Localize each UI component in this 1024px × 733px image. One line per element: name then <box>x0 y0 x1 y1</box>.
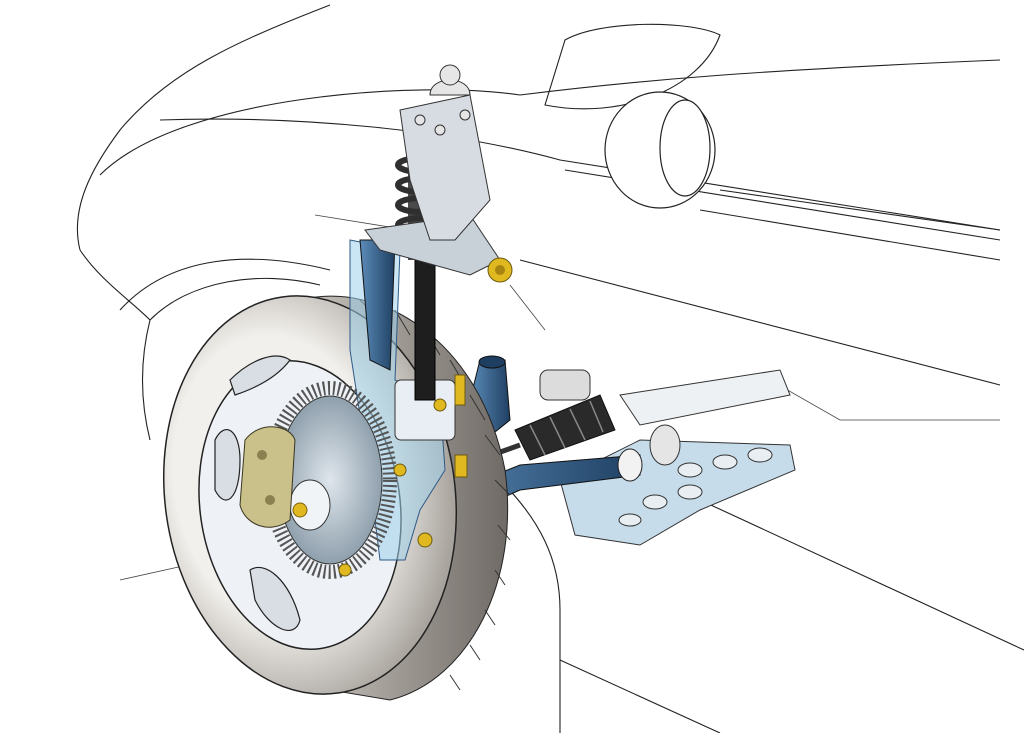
car-body-outline <box>76 4 1024 733</box>
fasteners <box>338 374 468 577</box>
side-mirror <box>604 91 716 209</box>
steering-rack <box>449 369 791 473</box>
brake-caliper <box>239 426 296 528</box>
strut-assembly <box>364 64 513 401</box>
